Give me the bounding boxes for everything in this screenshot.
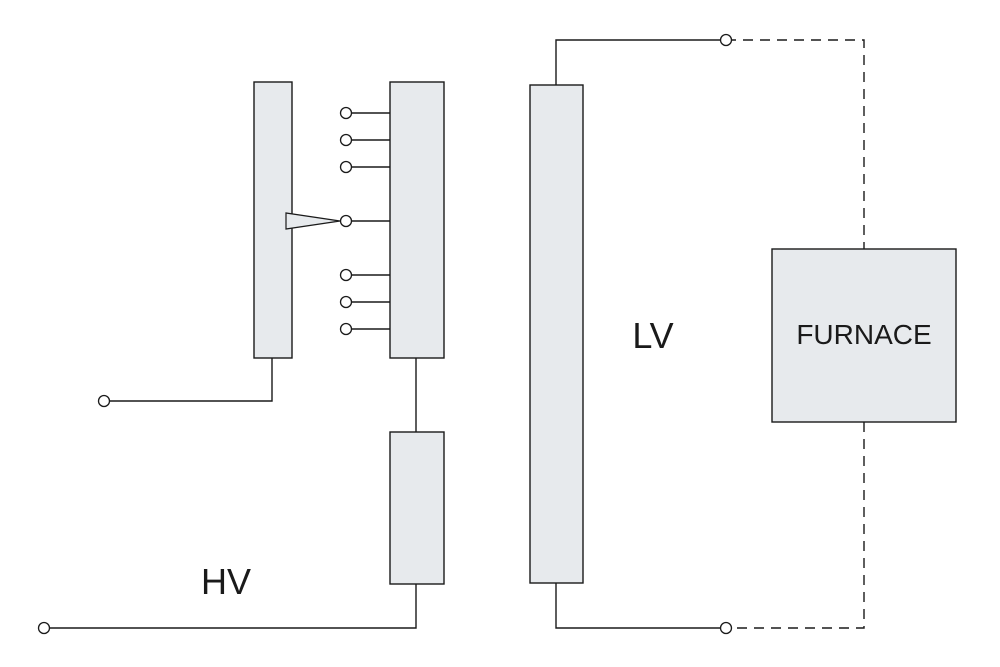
lv-lead-upper	[555, 39, 726, 85]
tap-terminal-selected	[339, 214, 353, 228]
lv-lead-lower	[555, 583, 726, 629]
tap-terminal	[339, 322, 353, 336]
tap-leads	[346, 112, 390, 330]
tap-terminal	[339, 268, 353, 282]
lv-terminal-upper	[719, 33, 733, 47]
hv-winding-upper	[389, 81, 445, 359]
lv-terminal-lower	[719, 621, 733, 635]
tap-selector-contact	[285, 212, 341, 230]
furnace-label: FURNACE	[796, 319, 931, 350]
furnace-box	[771, 248, 957, 423]
lv-winding	[529, 84, 584, 584]
furnace-connection-lower	[726, 422, 865, 629]
lv-label: LV	[632, 315, 673, 356]
hv-input-lead-upper	[104, 358, 273, 402]
furnace-connection-upper	[726, 39, 865, 249]
hv-label: HV	[201, 561, 251, 602]
tap-terminals	[339, 106, 353, 336]
hv-input-lead-lower	[44, 584, 417, 629]
tap-terminal	[339, 160, 353, 174]
hv-winding-lower	[389, 431, 445, 585]
tap-terminal	[339, 133, 353, 147]
hv-terminal-lower	[37, 621, 51, 635]
tap-terminal	[339, 106, 353, 120]
hv-terminal-upper	[97, 394, 111, 408]
tap-terminal	[339, 295, 353, 309]
